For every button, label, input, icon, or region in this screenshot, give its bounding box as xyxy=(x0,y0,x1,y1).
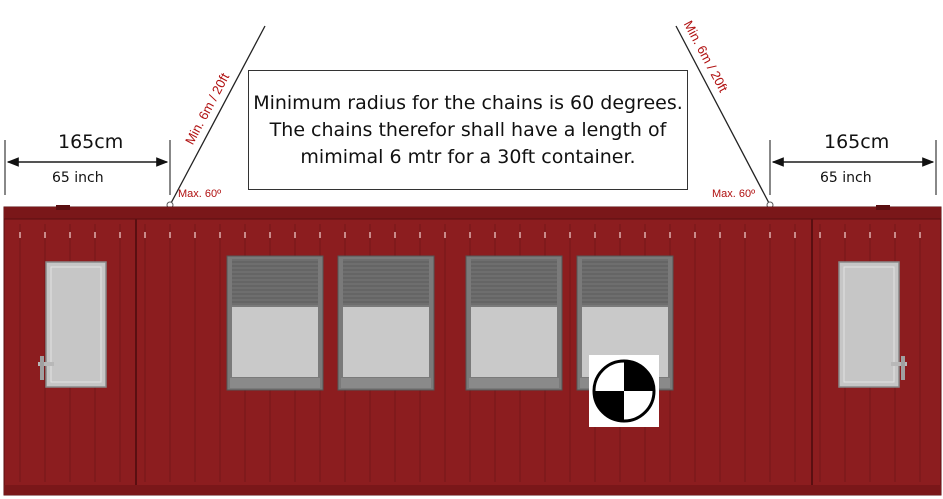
corrugation-rivet xyxy=(344,232,346,238)
corrugation-rivet xyxy=(494,232,496,238)
corrugation-rivet xyxy=(794,232,796,238)
right-door xyxy=(838,261,907,388)
corrugation-rivet xyxy=(269,232,271,238)
left-door-handle-icon xyxy=(38,362,54,366)
corrugation-rivet xyxy=(469,232,471,238)
corrugation-rivet xyxy=(694,232,696,238)
window xyxy=(226,255,324,391)
corrugation-rivet xyxy=(94,232,96,238)
corrugation-rivet xyxy=(569,232,571,238)
corrugation-rivet xyxy=(519,232,521,238)
corrugation-rivet xyxy=(194,232,196,238)
corrugation-rivet xyxy=(219,232,221,238)
corrugation-rivet xyxy=(144,232,146,238)
windows xyxy=(226,255,674,391)
corrugation-rivet xyxy=(319,232,321,238)
corrugation-rivet xyxy=(69,232,71,238)
corrugation-rivet xyxy=(894,232,896,238)
corrugation-rivet xyxy=(444,232,446,238)
instruction-note: Minimum radius for the chains is 60 degr… xyxy=(248,70,688,190)
left-door xyxy=(38,261,107,388)
corrugation-rivet xyxy=(644,232,646,238)
right-dimension-metric: 165cm xyxy=(824,131,890,153)
corrugation-rivet xyxy=(294,232,296,238)
note-line-3: mimimal 6 mtr for a 30ft container. xyxy=(300,145,636,168)
corrugation-rivet xyxy=(719,232,721,238)
corrugation-rivet xyxy=(419,232,421,238)
note-line-1: Minimum radius for the chains is 60 degr… xyxy=(253,91,683,114)
corrugation-rivet xyxy=(44,232,46,238)
left-angle-label: Max. 60º xyxy=(178,188,222,200)
left-dimension-imperial: 65 inch xyxy=(52,170,104,186)
corrugation-rivet xyxy=(869,232,871,238)
corrugation-rivet xyxy=(819,232,821,238)
corrugation-rivet xyxy=(919,232,921,238)
right-dimension-imperial: 65 inch xyxy=(820,170,872,186)
note-line-2: The chains therefor shall have a length … xyxy=(269,118,667,141)
corrugation-rivet xyxy=(394,232,396,238)
corrugation-rivet xyxy=(594,232,596,238)
corrugation-rivet xyxy=(544,232,546,238)
right-chain xyxy=(675,25,774,209)
corrugation-rivet xyxy=(19,232,21,238)
corrugation-rivet xyxy=(744,232,746,238)
corrugation-rivet xyxy=(369,232,371,238)
right-dimension xyxy=(769,140,937,195)
corrugation-rivet xyxy=(769,232,771,238)
corrugation-rivet xyxy=(169,232,171,238)
left-dimension xyxy=(4,140,171,195)
left-dimension-metric: 165cm xyxy=(58,131,124,153)
corrugation-rivet xyxy=(669,232,671,238)
right-door-handle-icon xyxy=(891,362,907,366)
right-angle-label: Max. 60º xyxy=(712,188,756,200)
window xyxy=(465,255,563,391)
corrugation-rivet xyxy=(119,232,121,238)
corrugation-rivet xyxy=(619,232,621,238)
corrugation-rivet xyxy=(244,232,246,238)
window xyxy=(337,255,435,391)
corrugation-rivet xyxy=(844,232,846,238)
center-of-gravity-icon xyxy=(589,355,659,427)
